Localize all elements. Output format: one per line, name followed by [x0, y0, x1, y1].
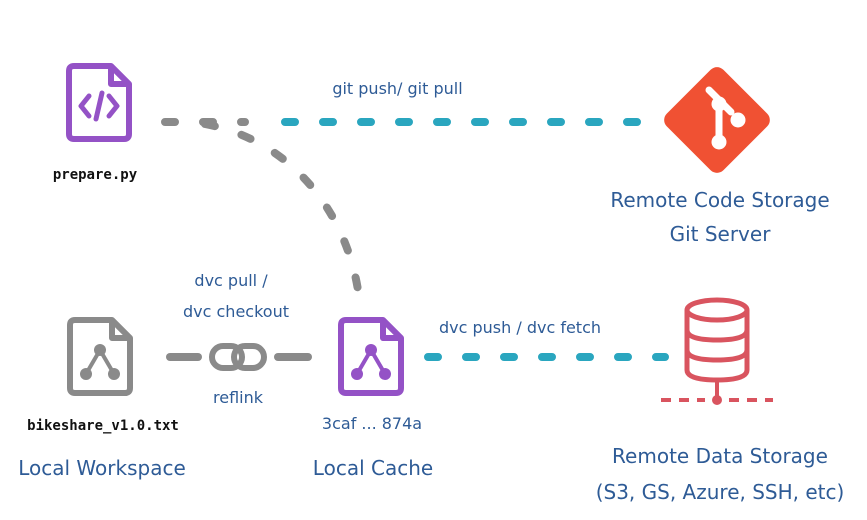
- local-workspace-label: Local Workspace: [18, 456, 186, 480]
- code-to-cache-connector: [201, 120, 362, 294]
- git-icon: [664, 67, 770, 173]
- dvc-pull-label: dvc pull /: [194, 271, 268, 290]
- code-file-name: prepare.py: [52, 167, 138, 183]
- dvc-push-fetch-label: dvc push / dvc fetch: [438, 318, 602, 337]
- remote-data-storage-types: (S3, GS, Azure, SSH, etc): [595, 480, 845, 504]
- local-cache-label: Local Cache: [312, 456, 434, 480]
- reflink-label: reflink: [213, 388, 263, 407]
- remote-code-storage-label: Remote Code Storage: [610, 188, 830, 212]
- link-icon: [209, 343, 267, 371]
- workspace-file-name: bikeshare_v1.0.txt: [27, 418, 179, 434]
- git-push-pull-label: git push/ git pull: [332, 79, 463, 98]
- workspace-file-icon: [67, 317, 133, 396]
- code-file-icon: [66, 63, 132, 142]
- remote-data-storage-label: Remote Data Storage: [612, 444, 828, 468]
- dvc-checkout-label: dvc checkout: [183, 302, 289, 321]
- cache-hash: 3caf ... 874a: [321, 414, 423, 433]
- git-server-label: Git Server: [669, 222, 771, 246]
- cache-file-icon: [338, 317, 404, 396]
- database-icon: [661, 297, 773, 405]
